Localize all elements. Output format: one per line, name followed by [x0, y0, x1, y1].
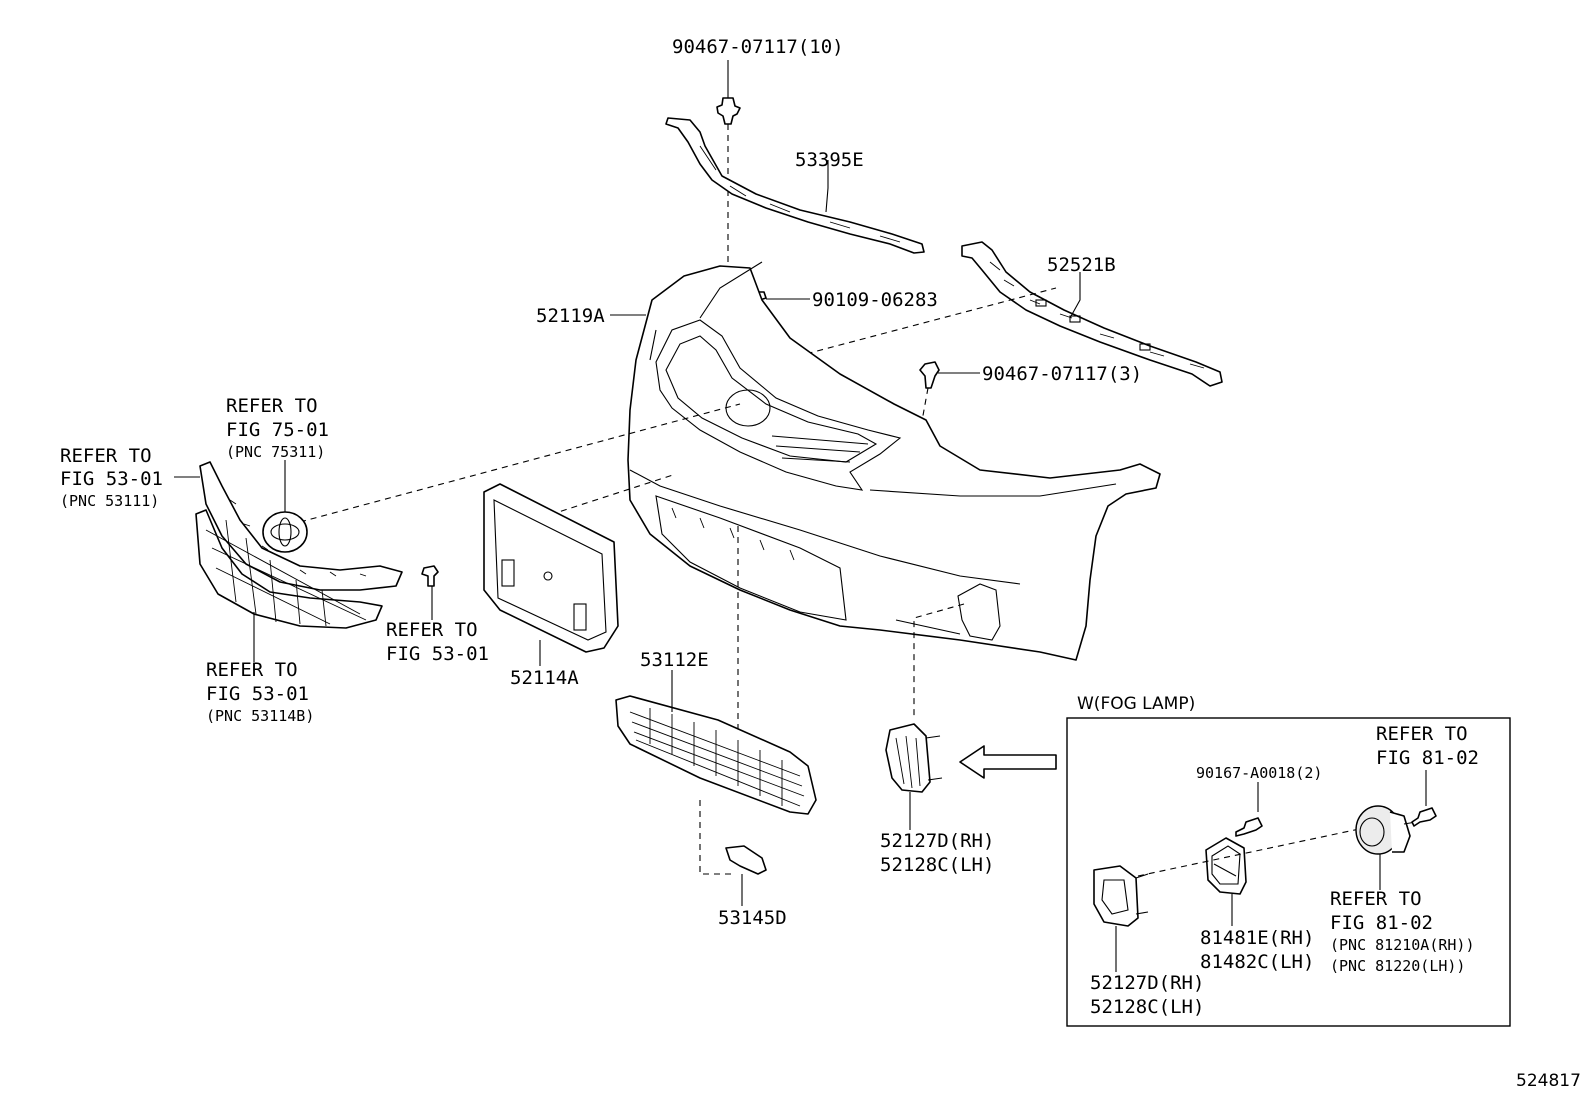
fastener-icon	[421, 565, 439, 587]
fog-lamp-screw-icon	[1411, 807, 1437, 827]
license-bracket-part	[483, 483, 619, 653]
label-retainer: 53145D	[718, 907, 787, 929]
label-upper-support: 53395E	[795, 149, 864, 171]
diagram-id: 524817	[1516, 1071, 1581, 1091]
clip-side-icon	[919, 361, 940, 389]
label-fog-ref-lamp-2: FIG 81-02	[1330, 912, 1433, 934]
lower-grille-part	[195, 509, 383, 629]
fog-lamp-title: W(FOG LAMP)	[1077, 694, 1195, 714]
label-fog-ref-top-2: FIG 81-02	[1376, 747, 1479, 769]
label-emblem-ref-2: FIG 75-01	[226, 419, 329, 441]
label-emblem-ref-1: REFER TO	[226, 395, 318, 417]
label-grille-ref-3: (PNC 53111)	[60, 492, 159, 510]
label-fog-ref-lamp-4: (PNC 81220(LH))	[1330, 957, 1465, 975]
fog-lamp-box	[1066, 717, 1511, 1027]
label-fastener-ref-1: REFER TO	[386, 619, 478, 641]
bumper-bracket-part	[961, 241, 1223, 387]
label-license-bracket: 52114A	[510, 667, 579, 689]
fog-lamp-part	[1355, 805, 1417, 855]
label-lower-grille-ref-1: REFER TO	[206, 659, 298, 681]
label-fog-cover-lh: 52128C(LH)	[880, 854, 994, 876]
retainer-icon	[725, 845, 767, 875]
clip-top-icon	[716, 97, 741, 125]
label-fog-ref-top-1: REFER TO	[1376, 723, 1468, 745]
label-fog-ref-lamp-1: REFER TO	[1330, 888, 1422, 910]
label-fog-screw: 90167-A0018(2)	[1196, 764, 1322, 782]
fog-bracket-part	[1205, 837, 1247, 895]
arrow-left-icon	[959, 745, 1057, 779]
label-clip-top: 90467-07117(10)	[672, 36, 844, 58]
label-lower-grille-ref-3: (PNC 53114B)	[206, 707, 314, 725]
label-grille-ref-1: REFER TO	[60, 445, 152, 467]
label-radiator-grille: 53112E	[640, 649, 709, 671]
fog-screw-icon	[1235, 817, 1263, 837]
label-bracket: 52521B	[1047, 254, 1116, 276]
fog-cover-part	[885, 723, 943, 793]
radiator-grille-part	[615, 695, 817, 815]
upper-support-part	[665, 117, 925, 254]
upper-grille-part	[199, 461, 403, 591]
emblem-icon	[262, 511, 308, 553]
label-fog-cover2-lh: 52128C(LH)	[1090, 996, 1204, 1018]
label-clip-side: 90467-07117(3)	[982, 363, 1142, 385]
label-fog-cover2-rh: 52127D(RH)	[1090, 972, 1204, 994]
label-fog-ref-lamp-3: (PNC 81210A(RH))	[1330, 936, 1475, 954]
label-screw: 90109-06283	[812, 289, 938, 311]
label-fastener-ref-2: FIG 53-01	[386, 643, 489, 665]
label-fog-bracket-rh: 81481E(RH)	[1200, 927, 1314, 949]
label-grille-ref-2: FIG 53-01	[60, 468, 163, 490]
label-fog-bracket-lh: 81482C(LH)	[1200, 951, 1314, 973]
label-emblem-ref-3: (PNC 75311)	[226, 443, 325, 461]
label-bumper-cover: 52119A	[536, 305, 605, 327]
fog-cover-inset-part	[1093, 865, 1149, 927]
label-lower-grille-ref-2: FIG 53-01	[206, 683, 309, 705]
label-fog-cover-rh: 52127D(RH)	[880, 830, 994, 852]
bumper-cover-part	[627, 261, 1161, 661]
